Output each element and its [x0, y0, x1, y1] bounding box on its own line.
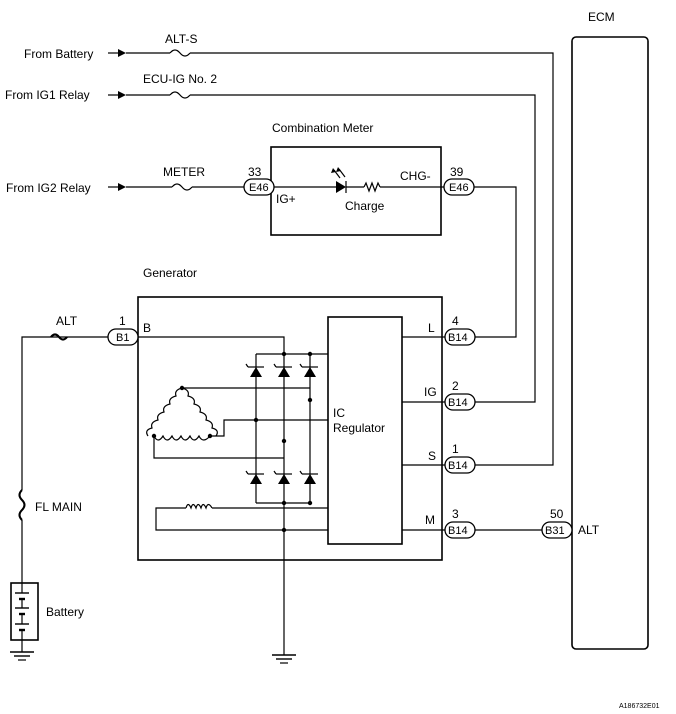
- terminal-b-label: B: [143, 321, 151, 335]
- battery-cells-icon: [15, 583, 29, 640]
- battery-label: Battery: [46, 605, 84, 619]
- fuse-alt-label: ALT: [56, 314, 78, 328]
- pin-1-b14: 1: [452, 442, 459, 456]
- wire-chg-l: [474, 186, 517, 338]
- connector-e46-39-label: E46: [449, 182, 469, 194]
- wire-stator-c: [153, 436, 284, 459]
- diode-upper-2-icon: [273, 363, 292, 377]
- battery-box: [10, 582, 39, 641]
- connector-b31: [541, 521, 573, 539]
- connector-b14-l: [444, 328, 476, 346]
- wire-ecuig-ig: [190, 94, 536, 403]
- wire-b-internal: [138, 336, 285, 354]
- from-ig1-label: From IG1 Relay: [5, 88, 90, 102]
- ground-battery-icon: [10, 651, 34, 661]
- arrow-right-icon: [108, 91, 126, 99]
- fuse-ecuig-icon: [169, 91, 191, 99]
- terminal-ig-label: IG: [424, 385, 437, 399]
- terminal-s-label: S: [428, 449, 436, 463]
- ecm-label: ECM: [588, 10, 615, 24]
- junction-dots: [151, 351, 313, 533]
- pin-2-b14: 2: [452, 379, 459, 393]
- ic-regulator-box: [327, 316, 403, 545]
- diode-lower-3-icon: [299, 470, 318, 484]
- generator-box: [137, 296, 443, 561]
- pin-33: 33: [248, 165, 262, 179]
- ig-plus-label: IG+: [276, 192, 296, 206]
- fuse-alts-icon: [169, 49, 191, 57]
- from-battery-label: From Battery: [24, 47, 93, 61]
- connector-b14-ig: [444, 393, 476, 411]
- wire-field-loop: [155, 507, 328, 531]
- figure-code: A186732E01: [619, 703, 660, 710]
- fuse-alt-icon: [50, 333, 68, 341]
- pin-50-b31: 50: [550, 507, 564, 521]
- charge-label: Charge: [345, 199, 385, 213]
- combination-meter-box: [270, 146, 442, 236]
- wire-stator-b: [210, 419, 328, 437]
- connector-b31-label: B31: [545, 525, 565, 537]
- ic-regulator-label-1: IC: [333, 406, 345, 420]
- wire-battery-b: [21, 336, 108, 490]
- pin-4-b14: 4: [452, 314, 459, 328]
- connector-b1-label: B1: [116, 332, 129, 344]
- arrow-right-icon: [108, 183, 126, 191]
- fuse-meter-label: METER: [163, 165, 205, 179]
- connector-b14-m-label: B14: [448, 525, 468, 537]
- from-ig2-label: From IG2 Relay: [6, 181, 91, 195]
- ic-regulator-label-2: Regulator: [333, 421, 385, 435]
- generator-label: Generator: [143, 266, 197, 280]
- terminal-l-label: L: [428, 321, 435, 335]
- rotor-coil-icon: [185, 503, 213, 510]
- led-diode-icon: [336, 181, 346, 193]
- connector-b14-s-label: B14: [448, 460, 468, 472]
- diode-upper-3-icon: [299, 363, 318, 377]
- fuse-meter-icon: [171, 183, 193, 191]
- terminal-m-label: M: [425, 513, 435, 527]
- ecm-box: [571, 36, 649, 650]
- arrow-right-icon: [108, 49, 126, 57]
- ground-generator-icon: [272, 654, 296, 664]
- connector-e46-33-label: E46: [249, 182, 269, 194]
- wire-alts-s: [190, 52, 554, 466]
- pin-1-b1: 1: [119, 314, 126, 328]
- connector-b14-l-label: B14: [448, 332, 468, 344]
- light-emission-icon: [331, 167, 346, 179]
- connector-b14-ig-label: B14: [448, 397, 468, 409]
- combination-meter-label: Combination Meter: [272, 121, 373, 135]
- fuse-flmain-icon: [18, 489, 26, 521]
- diode-upper-1-icon: [245, 363, 264, 377]
- connector-b14-s: [444, 456, 476, 474]
- fuse-ecuig-label: ECU-IG No. 2: [143, 72, 217, 86]
- fuse-alts-label: ALT-S: [165, 32, 197, 46]
- resistor-icon: [363, 181, 381, 193]
- stator-coil-icon: [146, 387, 218, 441]
- chg-minus-label: CHG-: [400, 169, 431, 183]
- pin-3-b14: 3: [452, 507, 459, 521]
- diode-lower-2-icon: [273, 470, 292, 484]
- ecm-alt-label: ALT: [578, 523, 600, 537]
- pin-39: 39: [450, 165, 464, 179]
- diode-lower-1-icon: [245, 470, 264, 484]
- fuse-flmain-label: FL MAIN: [35, 500, 82, 514]
